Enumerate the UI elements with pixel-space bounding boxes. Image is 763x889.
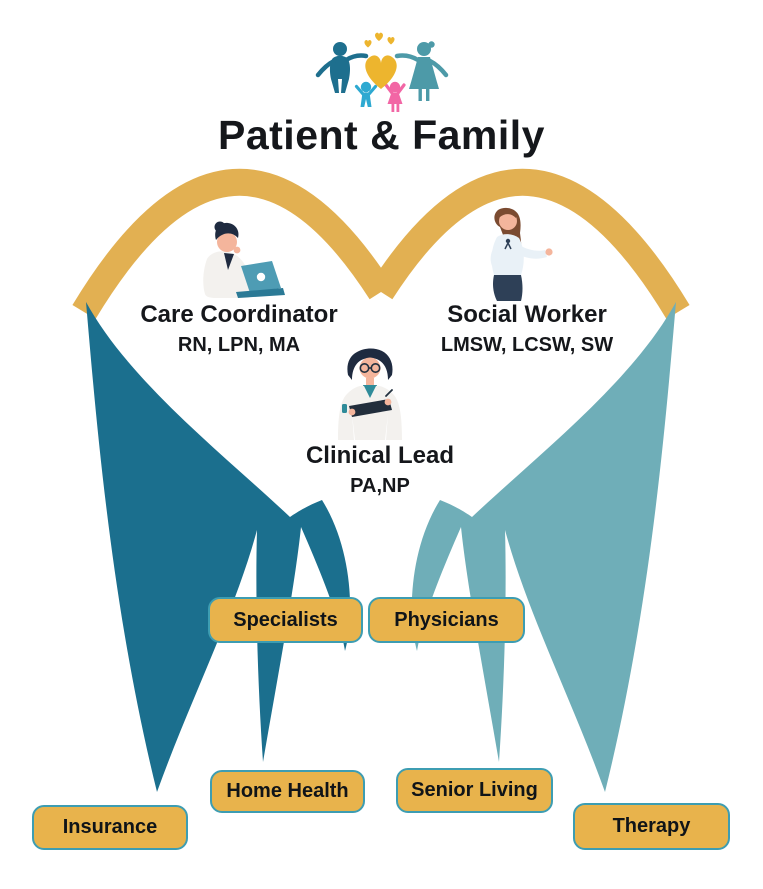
woman-at-laptop-illustration-icon	[203, 221, 285, 298]
gold-heart-arc-left	[72, 169, 393, 319]
role-care-coordinator-credentials: RN, LPN, MA	[177, 333, 301, 356]
dad-figure	[315, 42, 369, 93]
woman-presenting-illustration-icon	[490, 207, 553, 301]
partner-box-physicians: Physicians	[368, 597, 525, 643]
right-swoosh-shape	[411, 302, 676, 792]
role-clinical-lead: Clinical Lead PA,NP	[230, 442, 530, 497]
partner-box-senior-living: Senior Living	[396, 768, 553, 813]
boy-figure	[354, 81, 378, 107]
family-with-heart-logo-icon	[315, 32, 449, 112]
left-swoosh-shape	[86, 302, 351, 792]
partner-box-home-health: Home Health	[210, 770, 365, 813]
girl-figure	[384, 81, 406, 112]
page-title: Patient & Family	[218, 112, 545, 158]
role-care-coordinator: Care Coordinator RN, LPN, MA	[89, 301, 389, 356]
role-care-coordinator-name: Care Coordinator	[140, 301, 338, 328]
heart-icon	[364, 32, 397, 89]
partner-box-therapy: Therapy	[573, 803, 730, 850]
role-social-worker: Social Worker LMSW, LCSW, SW	[377, 301, 677, 356]
partner-box-specialists: Specialists	[208, 597, 363, 643]
role-clinical-lead-name: Clinical Lead	[305, 442, 455, 469]
role-clinical-lead-credentials: PA,NP	[350, 474, 410, 497]
gold-heart-arc-right	[369, 169, 690, 319]
role-social-worker-credentials: LMSW, LCSW, SW	[440, 333, 614, 356]
doctor-with-clipboard-illustration-icon	[338, 348, 402, 440]
partner-box-insurance: Insurance	[32, 805, 188, 850]
mom-figure	[394, 41, 449, 101]
role-social-worker-name: Social Worker	[447, 301, 607, 328]
